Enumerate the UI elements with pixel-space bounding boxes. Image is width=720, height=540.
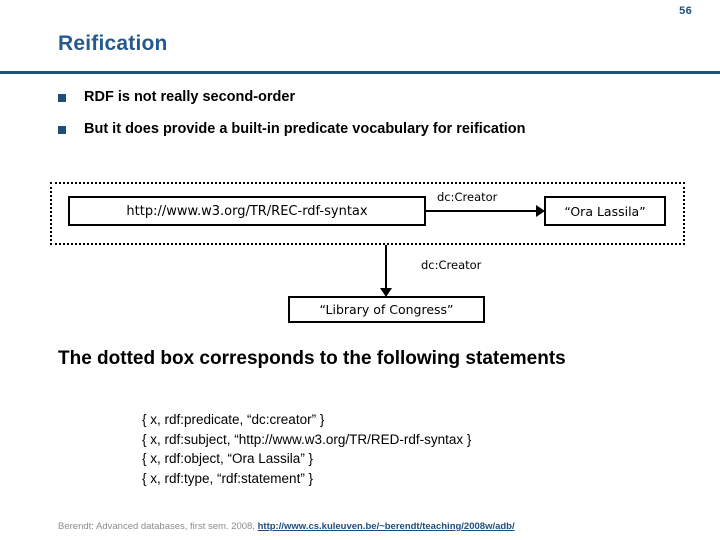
diagram-arrow-vertical-line (385, 245, 387, 291)
diagram-arrow-vertical-head-icon (380, 288, 392, 297)
square-bullet-icon (58, 94, 66, 102)
diagram-edge-label-vertical: dc:Creator (421, 258, 482, 272)
slide-number: 56 (679, 5, 692, 17)
lead-paragraph: The dotted box corresponds to the follow… (58, 348, 566, 369)
statement-list: { x, rdf:predicate, “dc:creator” } { x, … (142, 410, 471, 488)
footer-citation: Berendt: Advanced databases, first sem. … (58, 521, 258, 532)
diagram-node-object: “Ora Lassila” (544, 196, 666, 226)
page-title: Reification (58, 32, 168, 55)
diagram-arrow-horizontal-head-icon (536, 205, 545, 217)
dotted-statement-box (50, 182, 685, 245)
bullet-item-1: But it does provide a built-in predicate… (58, 120, 526, 138)
statement-line: { x, rdf:object, “Ora Lassila” } (142, 451, 314, 466)
bullet-item-0-label: RDF is not really second-order (84, 89, 296, 105)
footer-link[interactable]: http://www.cs.kuleuven.be/~berendt/teach… (257, 521, 515, 532)
diagram-edge-label-horizontal: dc:Creator (437, 190, 498, 204)
bullet-item-1-label: But it does provide a built-in predicate… (84, 121, 526, 137)
statement-line: { x, rdf:subject, “http://www.w3.org/TR/… (142, 431, 472, 447)
footer: Berendt: Advanced databases, first sem. … (58, 521, 515, 532)
statement-line: { x, rdf:predicate, “dc:creator” } (142, 412, 325, 427)
diagram-node-literal: “Library of Congress” (288, 296, 485, 323)
diagram-node-subject: http://www.w3.org/TR/REC-rdf-syntax (68, 196, 426, 226)
bullet-item-0: RDF is not really second-order (58, 88, 295, 106)
statement-line: { x, rdf:type, “rdf:statement” } (142, 470, 314, 486)
diagram-arrow-horizontal-line (426, 210, 538, 212)
square-bullet-icon (58, 126, 66, 134)
title-divider (0, 71, 720, 74)
